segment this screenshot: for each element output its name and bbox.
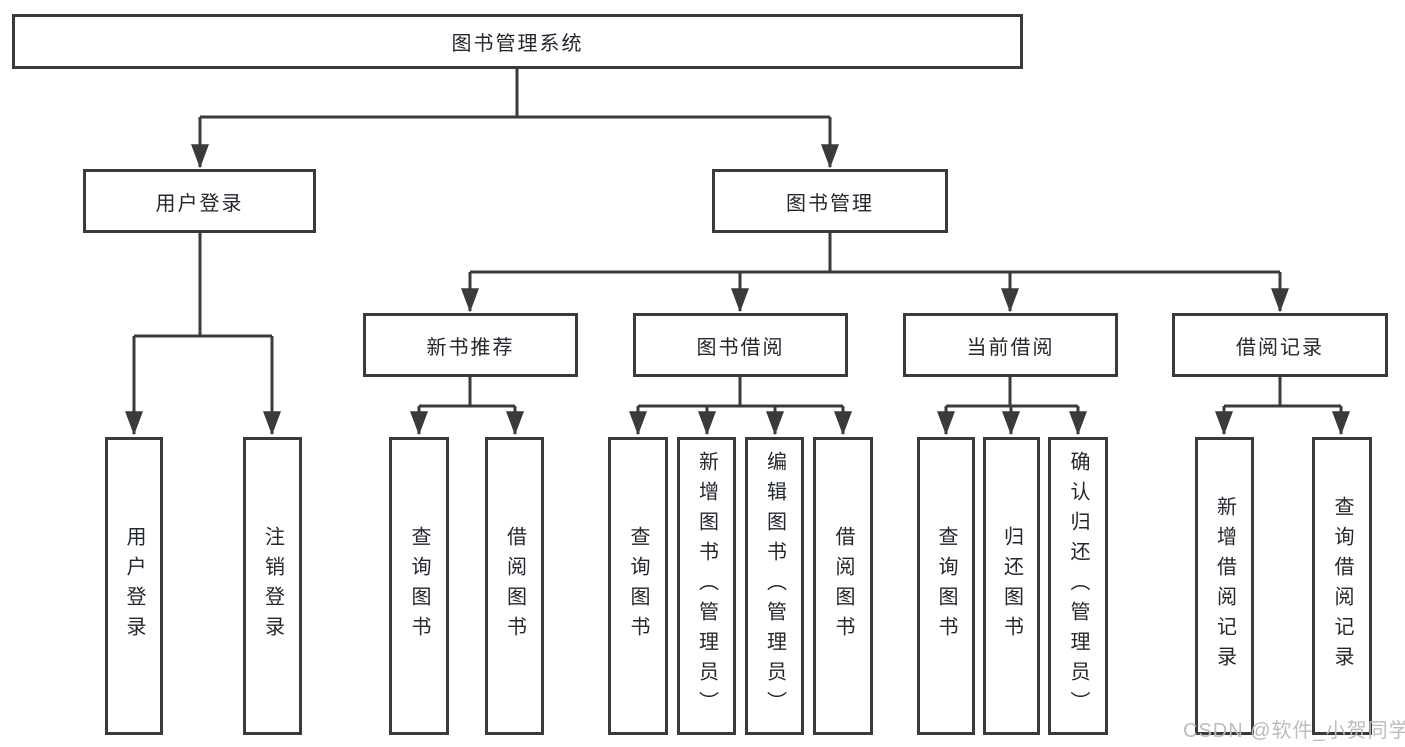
- leaf-query-borrow-record: 查询借阅记录: [1312, 437, 1372, 735]
- edge-current-trunk: [946, 377, 1078, 408]
- leaf-user-login: 用户登录: [105, 437, 163, 735]
- leaf-logout: 注销登录: [243, 437, 302, 735]
- edge-borrow-trunk: [638, 377, 843, 408]
- leaf-add-borrow-record: 新增借阅记录: [1195, 437, 1254, 735]
- leaf-borrow-books: 借阅图书: [813, 437, 873, 735]
- leaf-add-books-admin: 新增图书（管理员）: [677, 437, 736, 735]
- node-user-login: 用户登录: [83, 169, 316, 233]
- edge-records-trunk: [1224, 377, 1341, 408]
- edge-root-trunk: [200, 69, 830, 119]
- node-book-management: 图书管理: [712, 169, 948, 233]
- leaf-query-books-borrow: 查询图书: [608, 437, 668, 735]
- node-new-book-recommend: 新书推荐: [363, 313, 578, 377]
- leaf-confirm-return-admin: 确认归还（管理员）: [1048, 437, 1108, 735]
- leaf-return-books: 归还图书: [983, 437, 1040, 735]
- edge-recommend-trunk: [419, 377, 515, 408]
- leaf-query-books-recommend: 查询图书: [389, 437, 449, 735]
- leaf-borrow-books-recommend: 借阅图书: [485, 437, 544, 735]
- edge-user-login-trunk: [134, 233, 272, 338]
- leaf-edit-books-admin: 编辑图书（管理员）: [745, 437, 804, 735]
- node-book-borrow: 图书借阅: [633, 313, 848, 377]
- leaf-query-books-current: 查询图书: [917, 437, 975, 735]
- edge-book-management-trunk: [470, 233, 1280, 274]
- node-current-borrow: 当前借阅: [903, 313, 1118, 377]
- node-root-system: 图书管理系统: [12, 14, 1023, 69]
- node-borrow-records: 借阅记录: [1172, 313, 1388, 377]
